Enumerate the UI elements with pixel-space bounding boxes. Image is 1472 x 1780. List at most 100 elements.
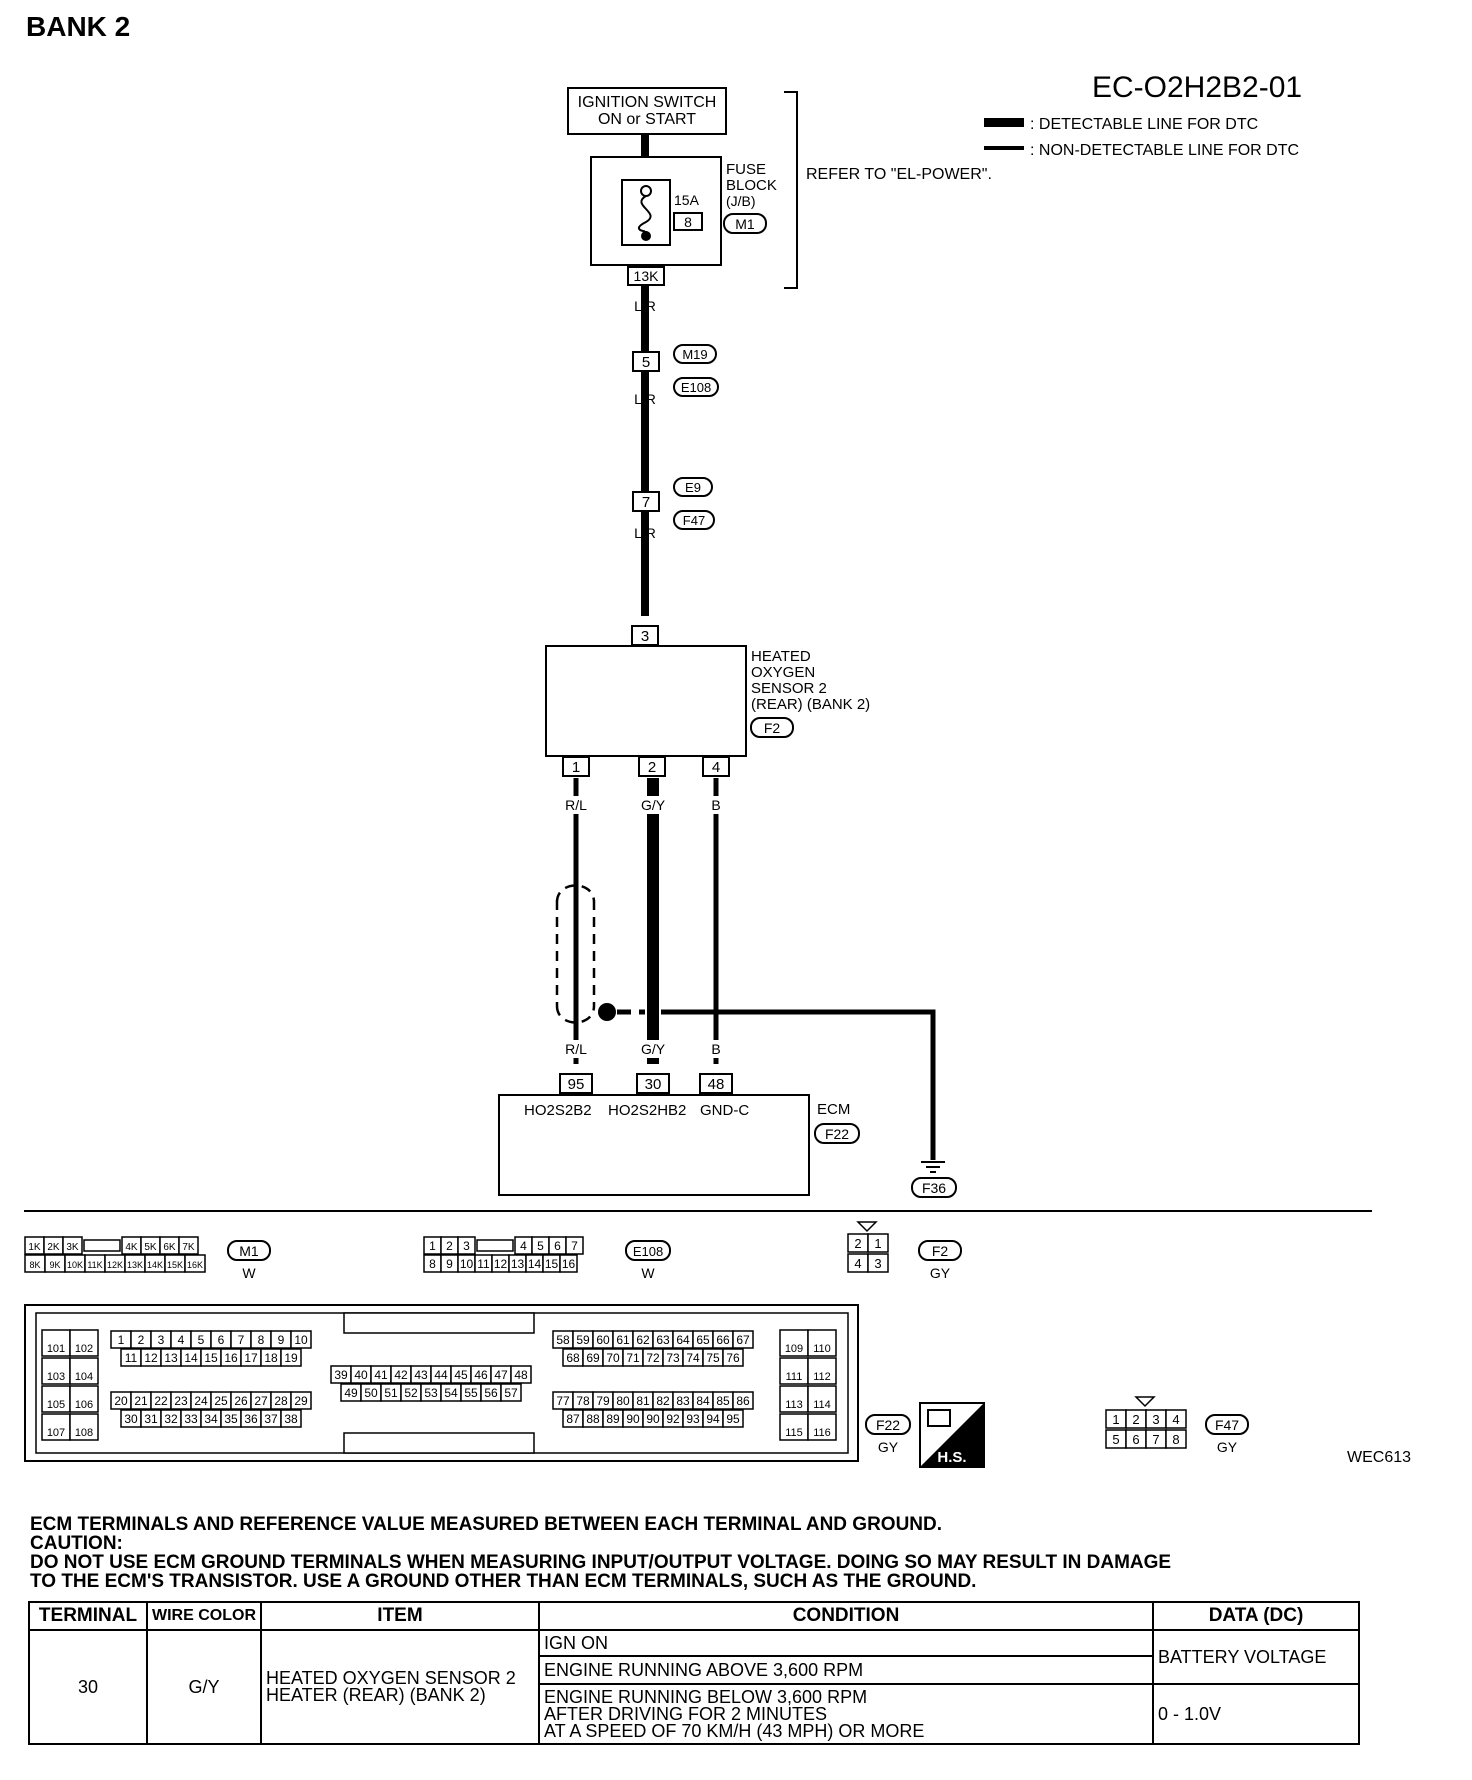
ecm-g3-pin: 89: [606, 1412, 620, 1426]
shield-cable-icon: [555, 884, 596, 1024]
ecm-g1-pin: 28: [274, 1394, 288, 1408]
wire-color-gy-top: G/Y: [641, 797, 666, 813]
ecm-g3-pin: 93: [686, 1412, 700, 1426]
e108-cell: [565, 1236, 584, 1255]
sensor-label-1: HEATED: [751, 648, 811, 665]
ecm-g1-pin: 29: [294, 1394, 308, 1408]
e108-pin: 14: [528, 1257, 542, 1271]
m1-pin: 16K: [187, 1260, 203, 1270]
hs-plug-icon: [927, 1409, 951, 1427]
ecm-g1-pin: 19: [284, 1351, 298, 1365]
e108-pin: 11: [477, 1257, 490, 1271]
ecm-g1-pin: 7: [238, 1333, 245, 1347]
fuse-block-label-2: BLOCK: [726, 177, 777, 194]
joint2-conn-a-badge: [673, 477, 713, 497]
fuse-amp: 15A: [674, 192, 700, 208]
f47-color: GY: [1217, 1439, 1238, 1455]
label-mask: [556, 796, 596, 814]
f22-color: GY: [878, 1439, 899, 1455]
ecm-g1-pin: 1: [118, 1333, 125, 1347]
e108-pin: 13: [511, 1257, 525, 1271]
ecm-c4-cell: [807, 1357, 837, 1385]
ecm-pin30-box: [636, 1073, 670, 1094]
ecm-g1-pin: 10: [294, 1333, 308, 1347]
ecm-g1-pin: 37: [264, 1412, 278, 1426]
m1-pin: 8K: [29, 1260, 40, 1270]
ecm-g3-pin: 70: [606, 1351, 620, 1365]
fuse-block-label-3: (J/B): [726, 193, 756, 209]
f2-pin: 2: [854, 1236, 861, 1251]
cell-data-2: 0 - 1.0V: [1152, 1683, 1360, 1745]
f47-pin: 4: [1172, 1412, 1179, 1427]
m1-pin: 2K: [47, 1242, 60, 1253]
ecm-connector: F22: [825, 1126, 849, 1142]
fuse-connector-badge: [723, 213, 767, 234]
ecm-g1-pin: 8: [258, 1333, 265, 1347]
table-row: 30 G/Y HEATED OXYGEN SENSOR 2 HEATER (RE…: [28, 1629, 1360, 1745]
e108-pin: 12: [494, 1257, 508, 1271]
legend-detectable: : DETECTABLE LINE FOR DTC: [1030, 116, 1258, 133]
cell-condition-3: ENGINE RUNNING BELOW 3,600 RPM AFTER DRI…: [538, 1683, 1154, 1745]
m1-cell: [184, 1254, 206, 1273]
ecm-c1-cell: [69, 1329, 99, 1357]
joint2-conn-b: F47: [683, 513, 705, 528]
fuse-block-label-1: FUSE: [726, 161, 766, 178]
sensor-pin2: 2: [648, 759, 656, 776]
fuse-terminal: 13K: [634, 268, 660, 284]
m1-pin: 10K: [67, 1260, 83, 1270]
ecm-g3-pin: 71: [626, 1351, 640, 1365]
ecm-c1-pin: 101: [47, 1343, 65, 1355]
m1-pin: 1K: [28, 1242, 41, 1253]
ecm-g2-pin: 55: [464, 1386, 478, 1400]
condition-3-line-1: ENGINE RUNNING BELOW 3,600 RPM: [544, 1686, 868, 1707]
ecm-pin48-box: [699, 1073, 733, 1094]
ecm-g1-pin: 22: [154, 1394, 168, 1408]
f2-pin: 3: [874, 1256, 881, 1271]
legend-thick-line: [984, 118, 1024, 127]
e108-badge: [625, 1240, 671, 1261]
cell-condition-2: ENGINE RUNNING ABOVE 3,600 RPM: [538, 1655, 1154, 1685]
wiring-diagram: BANK 2 EC-O2H2B2-01 : DETECTABLE LINE FO…: [24, 11, 1411, 1468]
ecm-key-bottom: [343, 1432, 535, 1454]
fuse-terminal-box: [627, 266, 665, 286]
notes-line-1: ECM TERMINALS AND REFERENCE VALUE MEASUR…: [30, 1514, 943, 1535]
ecm-g3-cell: [722, 1348, 744, 1367]
f2-color: GY: [930, 1265, 951, 1281]
joint1-conn-a: M19: [682, 347, 707, 362]
ecm-c1-pin: 104: [75, 1371, 93, 1383]
ecm-g3-pin: 75: [706, 1351, 720, 1365]
ecm-c4-pin: 113: [785, 1399, 803, 1411]
m1-cell: [178, 1236, 199, 1255]
ecm-g3-pin: 86: [736, 1394, 750, 1408]
fuse-terminal-top: [640, 185, 652, 197]
ecm-g3-pin: 85: [716, 1394, 730, 1408]
legend-thin-line: [984, 146, 1024, 150]
e108-pin: 3: [463, 1239, 470, 1253]
ecm-label: ECM: [817, 1101, 850, 1118]
e108-name: E108: [633, 1244, 663, 1259]
table-header-row: TERMINAL WIRE COLOR ITEM CONDITION DATA …: [28, 1601, 1360, 1631]
ecm-g1-pin: 21: [134, 1394, 148, 1408]
ecm-c4-pin: 110: [813, 1343, 831, 1355]
ecm-g2-pin: 39: [334, 1368, 348, 1382]
col-data: DATA (DC): [1152, 1601, 1360, 1631]
ecm-g1-cell: [280, 1348, 302, 1367]
ecm-g2-pin: 40: [354, 1368, 368, 1382]
ecm-g3-pin: 77: [556, 1394, 570, 1408]
ecm-g1-pin: 3: [158, 1333, 165, 1347]
ecm-c4-cell: [807, 1413, 837, 1441]
ecm-g2-pin: 56: [484, 1386, 498, 1400]
ecm-g1-pin: 33: [184, 1412, 198, 1426]
ecm-g2-pin: 45: [454, 1368, 468, 1382]
m1-pin: 4K: [125, 1242, 138, 1253]
fuse-terminal-bottom: [641, 231, 651, 241]
ecm-c4-cell: [779, 1329, 809, 1357]
ecm-c1-cell: [41, 1357, 71, 1385]
ecm-term48: GND-C: [700, 1102, 749, 1119]
f2-name: F2: [932, 1243, 949, 1259]
figure-id: WEC613: [1347, 1449, 1411, 1466]
e108-pin: 16: [562, 1257, 576, 1271]
ecm-g1-pin: 2: [138, 1333, 145, 1347]
ignition-switch-state: ON or START: [598, 111, 696, 128]
m1-pin: 13K: [127, 1260, 143, 1270]
